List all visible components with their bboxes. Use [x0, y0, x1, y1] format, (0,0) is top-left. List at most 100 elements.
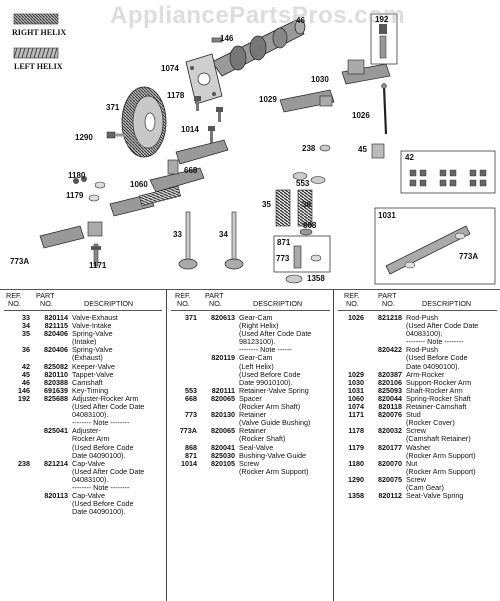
parts-row: 371 820613 Gear-Cam(Right Helix)(Used Afte… — [167, 313, 334, 347]
part-description: Camshaft — [72, 377, 103, 387]
callout: 868 — [303, 221, 317, 230]
callout: 33 — [173, 230, 182, 239]
part-description: Seal-Valve — [239, 442, 274, 452]
rocker-arm-parts — [39, 139, 229, 249]
ref-number: 1030 — [348, 377, 364, 387]
parts-row: -------- Note -------- — [0, 482, 166, 492]
right-helix-label: RIGHT HELIX — [12, 28, 67, 37]
part-description: Nut(Rocker Arm Support) — [406, 458, 476, 476]
callout: 1031 — [378, 211, 396, 220]
screw-parts — [106, 96, 223, 145]
part-description: -------- Note -------- — [406, 337, 464, 347]
ref-number: 45 — [22, 369, 30, 379]
callout: 1060 — [130, 180, 148, 189]
part-description: Screw(Cam Gear) — [406, 474, 444, 492]
parts-row: -------- Note -------- — [0, 419, 166, 427]
part-description: Retainer(Rocker Shaft) — [239, 426, 286, 444]
callout: 45 — [358, 145, 367, 154]
keeper-inset-box — [400, 150, 496, 194]
part-description: Spacer(Rocker Arm Shaft) — [239, 393, 301, 412]
ref-number — [0, 419, 30, 427]
spring-retainer-part — [292, 172, 308, 180]
parts-row: 825041 Adjuster-Rocker Arm(Used Before Co… — [0, 427, 166, 459]
part-description: Support-Rocker Arm — [406, 377, 472, 387]
tappet-part — [371, 143, 385, 159]
valve-cap-part — [319, 144, 331, 152]
callout: 773A — [459, 252, 479, 261]
part-number: 820032 — [378, 426, 402, 436]
part-description: -------- Note -------- — [72, 482, 130, 492]
ref-number: 36 — [22, 345, 30, 355]
parts-row: -------- Note ------ — [167, 346, 334, 354]
nut-washer-parts — [73, 176, 106, 202]
camshaft-part — [211, 19, 306, 77]
ref-number: 35 — [22, 329, 30, 339]
part-number: 820406 — [44, 329, 68, 339]
rocker-arm-support-part — [347, 59, 365, 75]
part-description: Gear-Cam(Right Helix)(Used After Code Da… — [239, 313, 312, 347]
part-description: Spring-Valve(Exhaust) — [72, 345, 113, 363]
part-description: Keeper-Valve — [72, 361, 116, 371]
callout: 1171 — [89, 261, 107, 270]
ref-number: 1029 — [348, 369, 364, 379]
ref-number — [334, 338, 364, 346]
callout: 1029 — [259, 95, 277, 104]
part-number: 825041 — [44, 426, 68, 436]
column-header: REF. NO. PART NO. DESCRIPTION — [344, 291, 472, 308]
parts-row: -------- Note -------- — [334, 338, 500, 346]
part-description: Retainer-Camshaft — [406, 402, 467, 412]
part-number: 820119 — [211, 353, 235, 363]
left-helix-sample — [13, 47, 59, 59]
ref-number: 34 — [22, 321, 30, 331]
stud-part — [91, 243, 101, 267]
part-number: 820110 — [44, 369, 68, 379]
ref-number — [0, 427, 30, 459]
callout: 1178 — [167, 91, 185, 100]
part-description: Shaft-Rocker Arm — [406, 385, 463, 395]
callout: 35 — [262, 200, 271, 209]
intake-valve-part — [224, 211, 244, 270]
part-number: 820112 — [378, 491, 402, 501]
ref-number: 46 — [22, 377, 30, 387]
intake-spring-part — [275, 189, 291, 227]
ref-number: 1031 — [348, 385, 364, 395]
push-rod-part — [382, 85, 388, 135]
part-description: Valve-Intake — [72, 321, 112, 331]
part-number: 825030 — [211, 450, 235, 460]
part-number: 820065 — [211, 393, 235, 403]
callout: 1290 — [75, 133, 93, 142]
callout: 871 — [277, 238, 291, 247]
ref-number: 1179 — [348, 442, 364, 452]
part-number: 820065 — [211, 426, 235, 436]
valve-spring-seat-part — [285, 274, 303, 284]
part-description: Washer(Rocker Arm Support) — [406, 442, 476, 460]
part-number: 820613 — [211, 313, 235, 322]
part-number: 820387 — [378, 369, 402, 379]
timing-key-part — [211, 37, 223, 43]
ref-number: 371 — [185, 313, 197, 322]
part-number: 820075 — [378, 474, 402, 484]
part-description: Adjuster-Rocker Arm(Used After Code Date… — [72, 393, 145, 420]
ref-number: 1014 — [181, 458, 197, 468]
callout: 192 — [375, 15, 389, 24]
callout: 36 — [302, 200, 311, 209]
callout: 1014 — [181, 125, 199, 134]
callout: 371 — [106, 103, 120, 112]
ref-number — [0, 484, 30, 492]
part-number: 825688 — [44, 393, 68, 403]
